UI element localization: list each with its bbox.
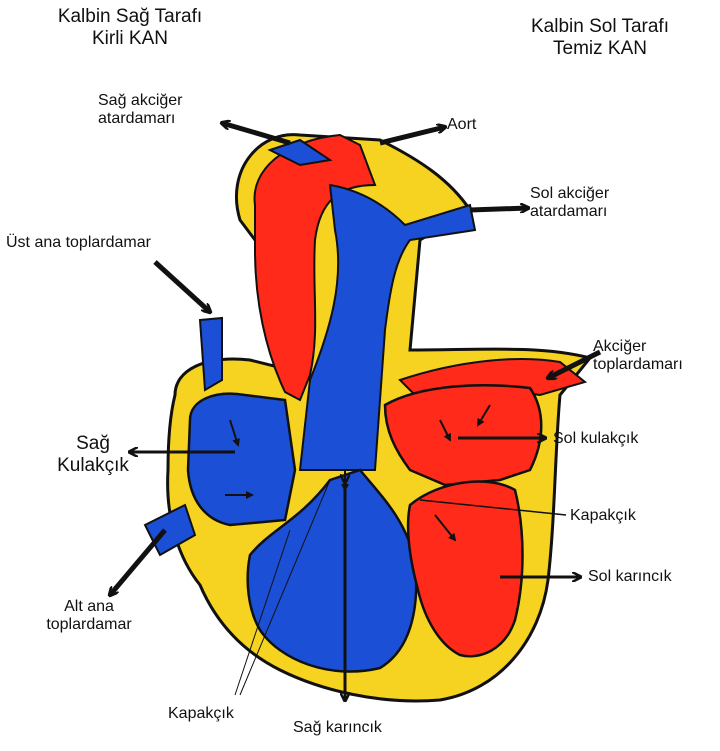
label-valve-right: Kapakçık bbox=[570, 507, 636, 525]
superior-vena-cava-vessel bbox=[200, 318, 222, 390]
right-side-header: Kalbin Sağ Tarafı Kirli KAN bbox=[30, 6, 230, 50]
right-atrium-chamber bbox=[188, 394, 295, 525]
label-left-pulmonary-artery: Sol akciğer atardamarı bbox=[530, 185, 609, 222]
label-right-atrium: Sağ Kulakçık bbox=[48, 433, 138, 477]
label-inferior-vena-cava: Alt ana toplardamar bbox=[14, 598, 164, 635]
label-right-ventricle: Sağ karıncık bbox=[293, 719, 382, 737]
label-superior-vena-cava: Üst ana toplardamar bbox=[6, 234, 151, 252]
label-pulmonary-veins: Akciğer toplardamarı bbox=[593, 338, 683, 375]
label-right-pulmonary-artery: Sağ akciğer atardamarı bbox=[98, 92, 183, 129]
right-side-title: Kalbin Sağ Tarafı bbox=[30, 6, 230, 28]
right-side-subtitle: Kirli KAN bbox=[30, 28, 230, 50]
label-left-ventricle: Sol karıncık bbox=[588, 568, 672, 586]
label-left-atrium: Sol kulakçık bbox=[553, 430, 638, 448]
label-aorta: Aort bbox=[447, 116, 476, 134]
left-side-title: Kalbin Sol Tarafı bbox=[500, 16, 700, 38]
left-side-subtitle: Temiz KAN bbox=[500, 38, 700, 60]
left-side-header: Kalbin Sol Tarafı Temiz KAN bbox=[500, 16, 700, 60]
label-valve-bottom: Kapakçık bbox=[168, 705, 234, 723]
